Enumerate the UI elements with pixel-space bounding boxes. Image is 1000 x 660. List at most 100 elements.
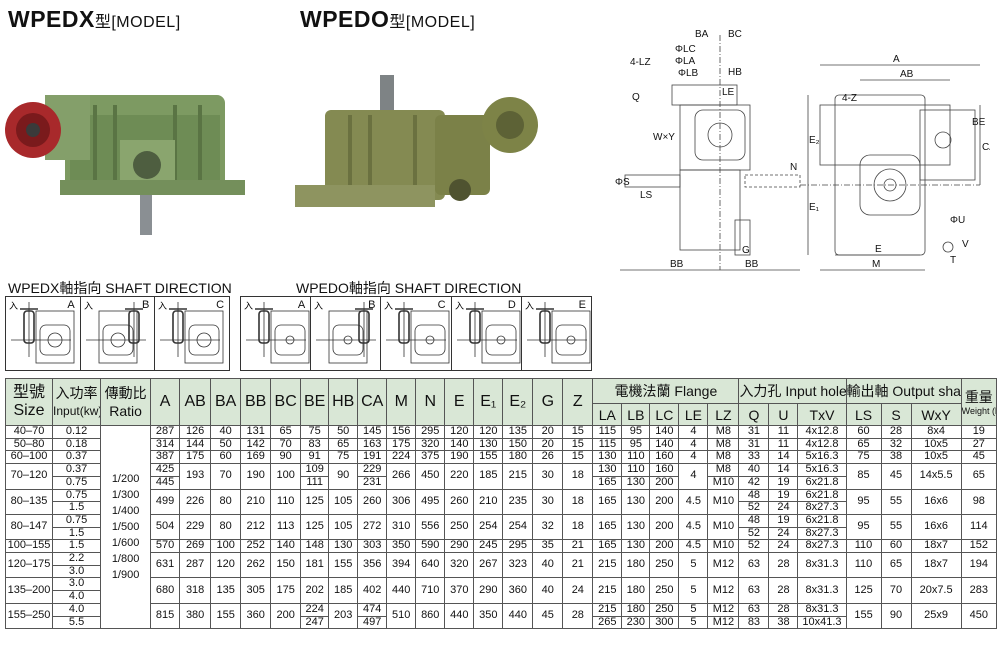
value-cell: 155 xyxy=(473,450,504,465)
label-n: N xyxy=(790,162,797,173)
value-cell: 180 xyxy=(621,552,651,579)
value-cell: 30 xyxy=(532,463,564,490)
value-cell: 126 xyxy=(179,425,212,439)
value-cell: 130 xyxy=(592,450,623,465)
shaft-direction-diagram-icon: 入 xyxy=(158,301,224,364)
size-cell: 70–120 xyxy=(4,463,54,490)
value-cell: 140 xyxy=(270,539,302,554)
value-cell: 21 xyxy=(562,539,594,554)
svg-text:入: 入 xyxy=(455,301,464,311)
header-ratio-en: Ratio xyxy=(109,403,142,419)
value-cell: 52 xyxy=(738,501,770,515)
header-dim: E xyxy=(444,378,475,426)
value-cell: 202 xyxy=(300,577,330,604)
header-dim: AB xyxy=(179,378,212,426)
shaft-direction-letter: E xyxy=(578,299,587,311)
value-cell: 474 xyxy=(357,602,388,617)
value-cell: 15 xyxy=(562,437,594,452)
label-g: G xyxy=(742,245,750,256)
value-cell: 111 xyxy=(300,475,330,490)
size-cell: 40–70 xyxy=(4,425,54,439)
header-flange: 電機法蘭 Flange xyxy=(592,378,740,404)
value-cell: 100 xyxy=(210,539,242,554)
value-cell: 860 xyxy=(415,602,446,630)
value-cell: 318 xyxy=(179,577,212,604)
header-input-hole: 入力孔 Input hole xyxy=(738,378,847,404)
ratio-value: 1/600 xyxy=(111,537,140,550)
value-cell: 212 xyxy=(240,513,272,541)
value-cell: 80 xyxy=(210,488,242,515)
value-cell: 11 xyxy=(768,437,799,452)
value-cell: 250 xyxy=(649,552,680,579)
value-cell: 8x27.3 xyxy=(797,539,847,554)
value-cell: 18x7 xyxy=(910,539,962,554)
value-cell: 450 xyxy=(415,463,446,490)
value-cell: 180 xyxy=(621,577,651,604)
ratio-value: 1/800 xyxy=(111,553,140,566)
value-cell: 155 xyxy=(210,602,242,630)
size-cell: 80–135 xyxy=(4,488,54,515)
value-cell: 130 xyxy=(473,437,504,452)
value-cell: 155 xyxy=(845,602,882,630)
value-cell: 4.5 xyxy=(678,539,709,554)
label-q: Q xyxy=(632,92,640,103)
value-cell: M12 xyxy=(707,615,740,630)
header-u: U xyxy=(768,403,799,426)
value-cell: 160 xyxy=(649,450,680,465)
label-e: E xyxy=(875,244,882,255)
value-cell: 10x41.3 xyxy=(797,615,847,630)
value-cell: 113 xyxy=(270,513,302,541)
value-cell: 20 xyxy=(532,437,564,452)
header-lz: LZ xyxy=(707,403,740,426)
value-cell: 18 xyxy=(562,463,594,490)
value-cell: 110 xyxy=(621,450,651,465)
size-cell: 100–155 xyxy=(4,539,54,554)
value-cell: 185 xyxy=(473,463,504,490)
label-a: A xyxy=(893,54,900,65)
size-cell: 50–80 xyxy=(4,437,54,452)
value-cell: 306 xyxy=(386,488,417,515)
value-cell: 4.5 xyxy=(678,488,709,515)
value-cell: 440 xyxy=(502,602,534,630)
header-dim: BE xyxy=(300,378,330,426)
header-dim: Z xyxy=(562,378,594,426)
value-cell: 65 xyxy=(328,437,359,452)
value-cell: 254 xyxy=(473,513,504,541)
value-cell: 252 xyxy=(240,539,272,554)
value-cell: 24 xyxy=(768,526,799,541)
header-dim: BC xyxy=(270,378,302,426)
value-cell: 140 xyxy=(444,437,475,452)
value-cell: M10 xyxy=(707,475,740,490)
value-cell: 262 xyxy=(240,552,272,579)
label-ca: CA xyxy=(982,142,990,153)
value-cell: 387 xyxy=(150,450,181,465)
value-cell: 295 xyxy=(415,425,446,439)
value-cell: 8x31.3 xyxy=(797,602,847,617)
value-cell: 220 xyxy=(444,463,475,490)
value-cell: 55 xyxy=(880,488,912,515)
value-cell: 60 xyxy=(210,450,242,465)
value-cell: 28 xyxy=(768,577,799,604)
value-cell: 250 xyxy=(649,602,680,617)
size-cell: 120–175 xyxy=(4,552,54,579)
input-cell: 5.5 xyxy=(52,615,102,630)
value-cell: 269 xyxy=(179,539,212,554)
value-cell: 90 xyxy=(880,602,912,630)
value-cell: 120 xyxy=(473,425,504,439)
value-cell: 226 xyxy=(179,488,212,515)
value-cell: 14 xyxy=(768,450,799,465)
value-cell: 140 xyxy=(649,425,680,439)
value-cell: M12 xyxy=(707,602,740,617)
value-cell: 110 xyxy=(621,463,651,477)
value-cell: 6x21.8 xyxy=(797,475,847,490)
header-dim: G xyxy=(532,378,564,426)
header-dim: N xyxy=(415,378,446,426)
value-cell: 110 xyxy=(270,488,302,515)
value-cell: 710 xyxy=(415,577,446,604)
input-cell: 0.37 xyxy=(52,463,102,477)
